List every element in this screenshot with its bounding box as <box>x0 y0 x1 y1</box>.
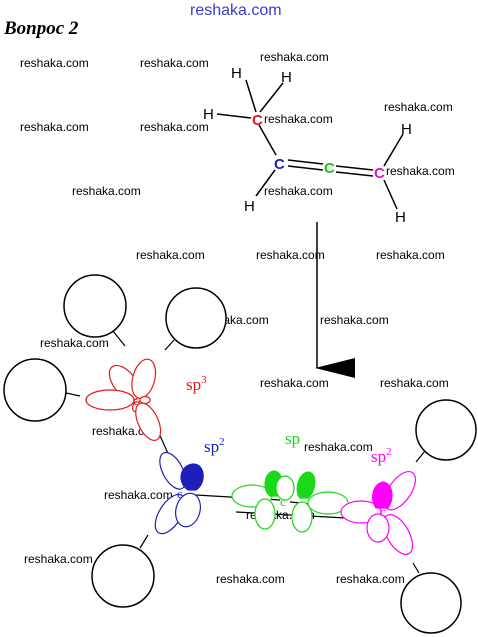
bond-line <box>287 159 324 165</box>
sp3-lobe-red <box>135 402 162 441</box>
hybridization-base: sp <box>371 447 386 466</box>
hybridization-exponent: 3 <box>201 374 207 386</box>
orbital-carbon-label: c <box>177 486 183 501</box>
ch3-carbon: C <box>252 112 263 129</box>
hybridization-label-sp3: sp3 <box>186 374 207 394</box>
bond-line <box>335 171 374 177</box>
hydrogen-atom: H <box>401 121 412 138</box>
watermark: reshaka.com <box>140 56 209 70</box>
bond-line <box>164 338 176 351</box>
hybridization-base: sp <box>186 375 201 394</box>
watermark: reshaka.com <box>72 184 141 198</box>
sp2-p-lobe-filled-blue <box>180 463 204 491</box>
watermark: reshaka.com <box>256 248 325 262</box>
sp2-p-lobe-filled-magenta <box>372 481 393 509</box>
bond-line <box>235 511 347 519</box>
watermark: reshaka.com <box>320 313 389 327</box>
hybridization-base: sp <box>285 429 300 448</box>
watermark: reshaka.com <box>384 100 453 114</box>
watermark: reshaka.com <box>260 376 329 390</box>
orbital-carbon-label: c <box>380 504 386 519</box>
bond-line <box>287 165 324 171</box>
watermark: reshaka.com <box>136 248 205 262</box>
watermark: reshaka.com <box>216 572 285 586</box>
bond-line <box>412 562 420 574</box>
bond-line <box>335 165 374 171</box>
hydrogen-atom: H <box>395 209 406 226</box>
central-carbon: C <box>324 160 335 177</box>
hydrogen-orbital <box>165 287 227 349</box>
hydrogen-orbital <box>91 544 155 608</box>
orbital-carbon-label: c <box>280 494 286 509</box>
sp2-p-lobe-blue <box>175 492 201 528</box>
hydrogen-atom: H <box>231 65 242 82</box>
sp2-p-lobe-magenta <box>366 513 390 543</box>
question-title: Вопрос 2 <box>4 18 79 39</box>
watermark: reshaka.com <box>380 376 449 390</box>
watermark: reshaka.com <box>20 56 89 70</box>
watermark: reshaka.com <box>304 440 373 454</box>
bond-line <box>415 450 426 463</box>
hybridization-base: sp <box>204 437 219 456</box>
watermark: reshaka.com <box>40 336 109 350</box>
sp3-lobe-red <box>85 389 135 411</box>
watermark: reshaka.com <box>386 164 455 178</box>
orbital-diagram: c sp3 c sp2 c sp <box>3 274 477 634</box>
hydrogen-orbital <box>63 274 127 338</box>
hydrogen-atom: H <box>244 198 255 215</box>
bond-line <box>139 534 149 549</box>
bond-line <box>383 133 404 167</box>
hydrogen-atom: H <box>203 106 214 123</box>
watermark: reshaka.com <box>264 184 333 198</box>
watermark: reshaka.com <box>104 488 173 502</box>
sp-p-lobe-green <box>275 475 295 501</box>
hydrogen-orbital <box>3 358 67 422</box>
hydrogen-orbital <box>415 399 477 461</box>
bond-line <box>216 113 252 119</box>
orbital-carbon-label: c <box>133 393 139 408</box>
site-watermark-header: reshaka.com <box>190 2 282 19</box>
bond-line <box>383 179 398 210</box>
watermark: reshaka.com <box>20 120 89 134</box>
hydrogen-atom: H <box>281 69 292 86</box>
watermark: reshaka.com <box>24 552 93 566</box>
bond-line <box>112 330 126 347</box>
bond-line <box>245 79 257 113</box>
sp3-small-lobe-red <box>139 395 151 405</box>
watermark: reshaka.com <box>140 120 209 134</box>
sp-p-lobe-green <box>291 501 313 533</box>
ch2-carbon: C <box>374 165 385 182</box>
hybridization-label-sp2: sp2 <box>204 436 225 456</box>
hybridization-exponent: 2 <box>219 436 225 448</box>
bond-line <box>255 169 276 197</box>
bond-line <box>258 124 277 156</box>
structural-formula: H H H C C H C C H H <box>203 65 412 226</box>
watermark: reshaka.com <box>260 50 329 64</box>
hydrogen-orbital <box>400 572 462 634</box>
watermark: reshaka.com <box>264 112 333 126</box>
sp2-lobe-magenta <box>382 514 414 555</box>
sp2-lobe-blue <box>159 451 187 490</box>
hybridization-label-sp2-magenta: sp2 <box>371 446 392 466</box>
watermark: reshaka.com <box>336 572 405 586</box>
sp-p-lobe-green <box>254 498 276 530</box>
ch-carbon: C <box>274 156 285 173</box>
bond-line <box>65 392 81 397</box>
hybridization-label-sp: sp <box>285 429 300 448</box>
hybridization-exponent: 2 <box>386 446 392 458</box>
sp3-lobe-red <box>131 358 157 399</box>
bond-line <box>259 82 284 113</box>
sp-p-lobe-filled-green <box>296 471 316 499</box>
watermark: reshaka.com <box>376 248 445 262</box>
